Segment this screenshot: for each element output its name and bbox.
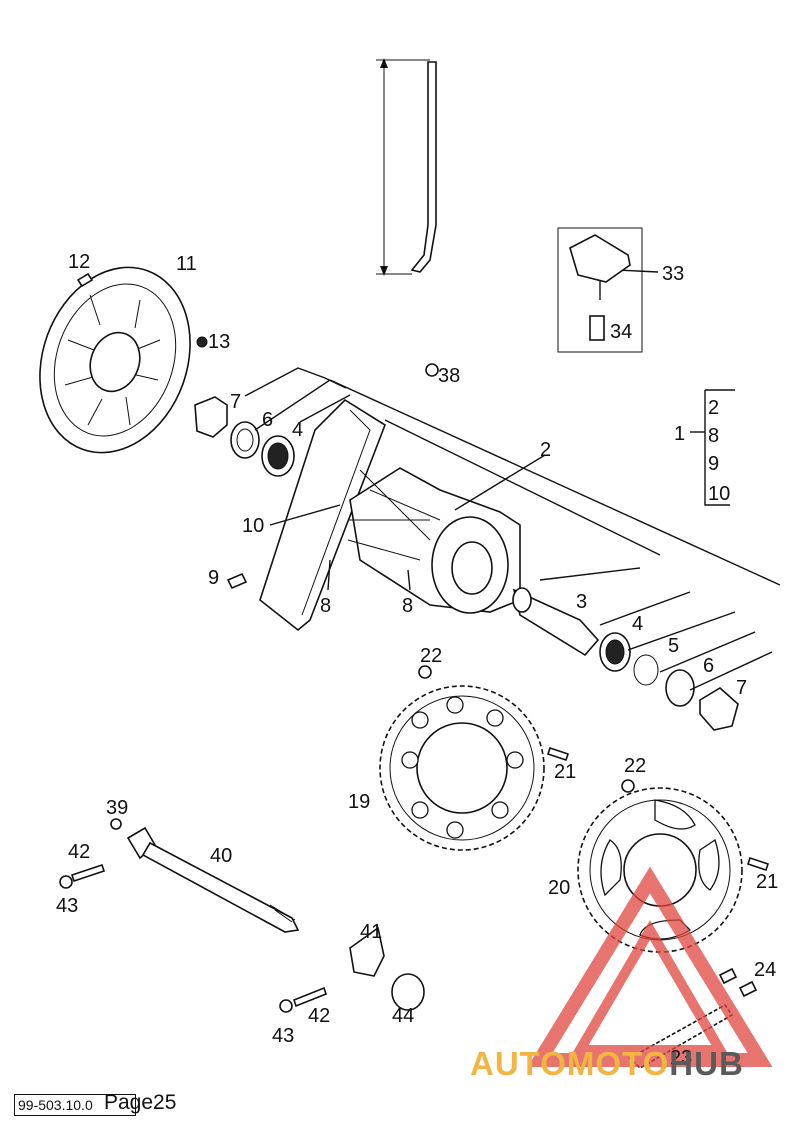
leader-lines [244, 269, 781, 691]
spoke-drawing [376, 58, 437, 276]
label-4-right: 4 [632, 613, 643, 635]
label-42-bottom: 42 [308, 1005, 330, 1027]
footer-code-box [14, 1094, 136, 1116]
label-8: 8 [708, 425, 719, 447]
label-19: 19 [348, 791, 370, 813]
label-33: 33 [662, 263, 684, 285]
label-3: 3 [576, 591, 587, 613]
inset-box [557, 227, 643, 353]
label-12: 12 [68, 251, 90, 273]
watermark-brand: AUTOMOTOHUB [470, 1045, 744, 1083]
label-44: 44 [392, 1005, 414, 1027]
sprocket-small [577, 787, 743, 953]
label-34: 34 [610, 321, 632, 343]
label-2: 2 [708, 397, 719, 419]
label-7-right: 7 [736, 677, 747, 699]
label-9-left: 9 [208, 567, 219, 589]
label-4-left: 4 [292, 419, 303, 441]
label-8-mid: 8 [402, 595, 413, 617]
watermark-logo [527, 866, 773, 1067]
label-11: 11 [176, 253, 197, 275]
label-22-right: 22 [624, 755, 646, 777]
label-38: 38 [438, 365, 460, 387]
label-43-top: 43 [56, 895, 78, 917]
label-8-left: 8 [320, 595, 331, 617]
label-6-right: 6 [703, 655, 714, 677]
label-40: 40 [210, 845, 232, 867]
axle [126, 826, 300, 933]
label-6-left: 6 [262, 409, 273, 431]
label-9: 9 [708, 453, 719, 475]
footer-page-number: Page25 [104, 1091, 177, 1114]
watermark-text-main: AUTOMOTO [470, 1045, 670, 1082]
label-2-hub: 2 [540, 439, 551, 461]
hub-assembly [194, 396, 739, 731]
label-13: 13 [208, 331, 230, 353]
label-43-bottom: 43 [272, 1025, 294, 1047]
sprocket-large [379, 685, 545, 851]
label-41: 41 [360, 921, 382, 943]
label-21-left: 21 [554, 761, 576, 783]
label-22-left: 22 [420, 645, 442, 667]
brake-disc [39, 266, 191, 454]
footer-code: 99-503.10.0 [18, 1097, 93, 1113]
label-10: 10 [708, 483, 730, 505]
part-labels: 1 2 8 9 10 2 3 4 5 6 7 7 6 4 10 9 8 8 11… [56, 251, 778, 1069]
label-24: 24 [754, 959, 776, 981]
label-5: 5 [668, 635, 679, 657]
label-7-left: 7 [230, 391, 241, 413]
label-42-top: 42 [68, 841, 90, 863]
label-10-left: 10 [242, 515, 264, 537]
label-23: 23 [670, 1047, 692, 1069]
label-39: 39 [106, 797, 128, 819]
watermark-text-accent: HUB [669, 1045, 744, 1082]
label-1: 1 [674, 423, 685, 445]
label-20: 20 [548, 877, 570, 899]
label-21-right: 21 [756, 871, 778, 893]
